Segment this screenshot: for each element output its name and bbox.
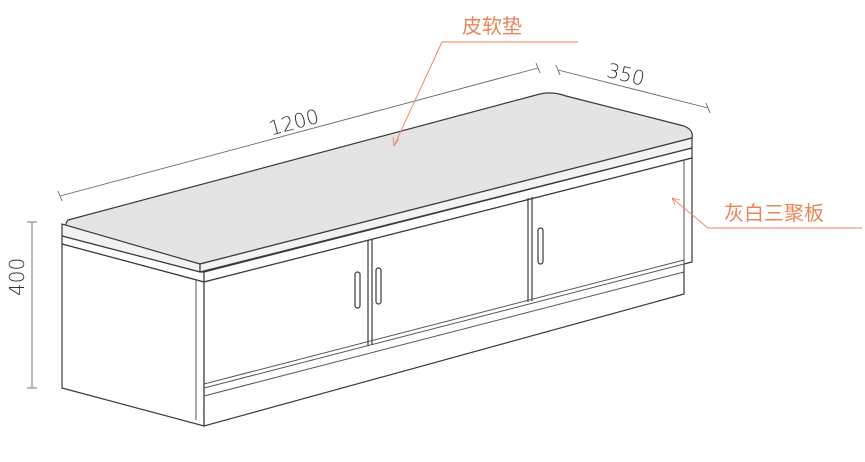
cushion-callout: 皮软垫 [392,14,578,147]
cushion-label: 皮软垫 [462,14,522,38]
dimension-length-label: 1200 [266,104,321,140]
dimension-depth-label: 350 [604,58,647,91]
door-handle-3[interactable] [537,227,544,265]
dimension-height: 400 [5,221,37,389]
panel-callout: 灰白三聚板 [671,197,862,229]
panel-label: 灰白三聚板 [724,201,824,225]
door-handle-1[interactable] [354,271,361,309]
door-handle-2[interactable] [375,267,382,305]
dimension-height-label: 400 [5,258,29,296]
